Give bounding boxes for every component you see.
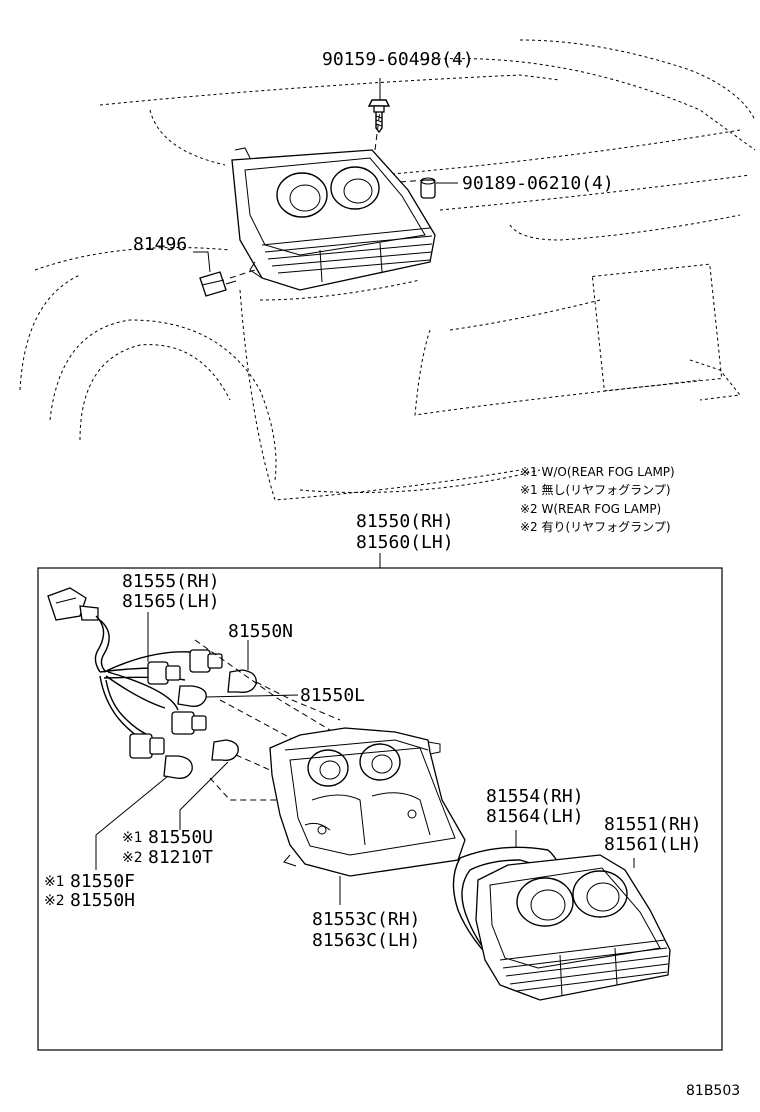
legend-line-3: ※2 W(REAR FOG LAMP) xyxy=(520,502,661,516)
bolt-icon xyxy=(367,99,391,134)
label-bulb-f: 81550F xyxy=(70,871,135,892)
bulb-81550u-icon xyxy=(211,739,239,761)
label-lamp-assy-rh: 81550(RH) xyxy=(356,511,454,532)
label-bulb-t: 81210T xyxy=(148,847,213,868)
socket-1 xyxy=(147,661,181,685)
legend-line-4: ※2 有り(リヤフォグランプ) xyxy=(520,520,671,534)
mark-1-bulb-u: ※1 xyxy=(122,830,143,846)
label-lens-rh: 81551(RH) xyxy=(604,814,702,835)
label-housing-rh: 81553C(RH) xyxy=(312,909,420,930)
label-nut: 90189-06210(4) xyxy=(462,173,614,194)
legend-line-2: ※1 無し(リヤフォグランプ) xyxy=(520,482,671,497)
legend-line-1: ※1 W/O(REAR FOG LAMP) xyxy=(520,465,675,479)
nut-icon xyxy=(420,177,436,199)
top-leaders xyxy=(193,78,458,273)
socket-icon xyxy=(199,271,237,297)
lamp-gasket xyxy=(452,846,571,969)
mark-2-bulb-h: ※2 xyxy=(44,893,65,909)
tail-lamp-installed xyxy=(229,109,436,291)
mark-2-bulb-t: ※2 xyxy=(122,850,143,866)
legend-notes: ※1 W/O(REAR FOG LAMP) ※1 無し(リヤフォグランプ) ※2… xyxy=(520,465,675,534)
socket-2 xyxy=(189,649,223,673)
label-gasket-rh: 81554(RH) xyxy=(486,786,584,807)
label-bulb-h: 81550H xyxy=(70,890,135,911)
mark-1-bulb-f: ※1 xyxy=(44,874,65,890)
label-lens-lh: 81561(LH) xyxy=(604,834,702,855)
label-bolt: 90159-60498(4) xyxy=(322,49,474,70)
label-socket: 81496 xyxy=(133,234,187,255)
exploded-leaders xyxy=(95,612,635,905)
vehicle-rear-outline xyxy=(19,39,756,501)
label-housing-lh: 81563C(LH) xyxy=(312,930,420,951)
label-lamp-assy-lh: 81560(LH) xyxy=(356,532,454,553)
label-bulb-l: 81550L xyxy=(300,685,365,706)
label-gasket-lh: 81564(LH) xyxy=(486,806,584,827)
outer-lens xyxy=(475,854,671,1001)
socket-3 xyxy=(171,711,207,735)
bulb-81550f-icon xyxy=(163,755,193,779)
label-bulb-u: 81550U xyxy=(148,827,213,848)
alignment-lines xyxy=(194,639,341,801)
figure-code: 81B503 xyxy=(686,1083,740,1099)
label-bulb-n: 81550N xyxy=(228,621,293,642)
lamp-housing xyxy=(269,727,466,877)
bulb-81550n-icon xyxy=(227,669,257,693)
label-wire-rh: 81555(RH) xyxy=(122,571,220,592)
exploded-view-frame xyxy=(37,567,723,1051)
bulb-81550l-icon xyxy=(177,685,207,707)
label-wire-lh: 81565(LH) xyxy=(122,591,220,612)
socket-4 xyxy=(129,733,165,759)
